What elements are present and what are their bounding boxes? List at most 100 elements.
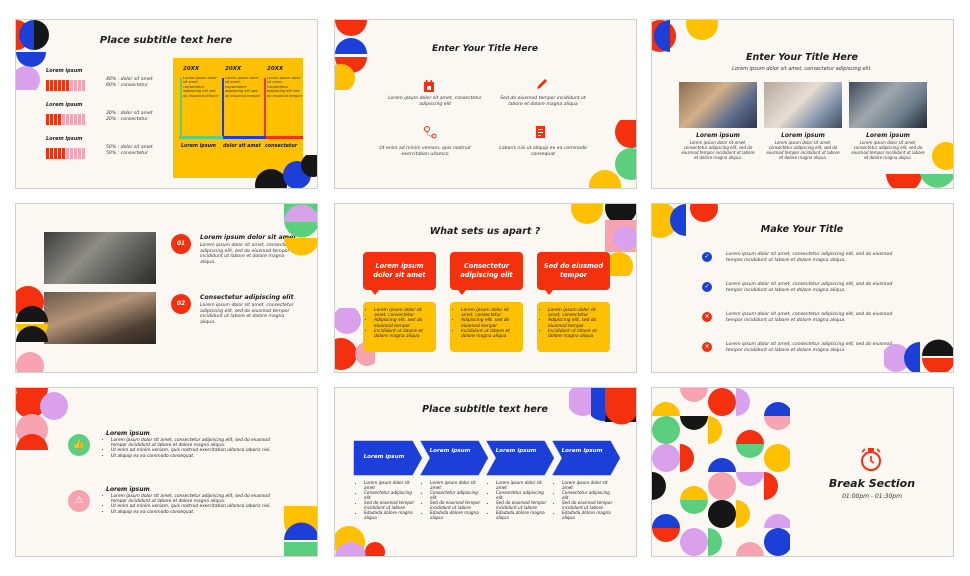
number-badge: 01 <box>171 234 191 254</box>
corner-pattern-right <box>589 120 636 188</box>
item-bullets: Lorem ipsum dolor sit amet, consectetur … <box>104 438 284 459</box>
number-badge: 02 <box>171 294 191 314</box>
percent-line-1: 40% : dolor sit amet <box>106 77 153 82</box>
feature-body: Lorem ipsum dolor sit amet, consecteturA… <box>363 302 436 352</box>
bullet-item: Adipiscing elit, sed do eiusmod tempor <box>461 318 519 328</box>
warning-icon: ⚠ <box>68 490 90 512</box>
mosaic-shape <box>680 416 708 430</box>
card-text: Lorem ipsum dolor sit amet, consectetur … <box>681 140 755 160</box>
mosaic-shape <box>736 430 764 444</box>
bullet-item: Incididunt ut labore et dolore magna ali… <box>461 329 519 339</box>
feature-text: Sed do eiusmod tempor incididunt ut labo… <box>500 96 586 107</box>
mosaic-shape <box>764 444 790 472</box>
feature-text: Laboris nisi ut aliquip ex ea commodo co… <box>499 146 587 157</box>
alarm-clock-icon <box>859 446 883 472</box>
slide-thumbnail-1[interactable]: Place subtitle text here Lorem ipsum 40% … <box>15 19 318 189</box>
item-title: Lorem ipsum <box>106 486 150 493</box>
corner-pattern-top <box>652 204 718 238</box>
item-title: Lorem ipsum dolor sit amet <box>200 234 297 241</box>
slide-thumbnail-3[interactable]: Enter Your Title Here Lorem ipsum dolor … <box>651 19 954 189</box>
feature-header: Lorem ipsum dolor sit amet <box>363 252 436 290</box>
slide-title: Place subtitle text here <box>422 404 548 415</box>
step-bullets: Lorem ipsum dolor sit ametConsectetur ad… <box>423 480 481 520</box>
slide-thumbnail-6[interactable]: Make Your Title ✓ Lorem ipsum dolor sit a… <box>651 203 954 373</box>
timeline-panel: 20XX Lorem ipsum dolor sit amet, consecte… <box>173 58 303 178</box>
mosaic-shape <box>652 444 680 472</box>
item-bullets: Lorem ipsum dolor sit amet, consectetur … <box>104 494 284 515</box>
corner-pattern-left <box>335 20 367 90</box>
mosaic-shape <box>764 528 790 556</box>
bullet-item: Lorem ipsum dolor sit amet <box>562 480 613 490</box>
corner-pattern-right <box>284 204 317 256</box>
step-label: Lorem ipsum <box>363 454 405 460</box>
slide-title: Make Your Title <box>760 224 844 235</box>
check-icon: ✓ <box>702 252 712 262</box>
corner-pattern-right <box>886 142 953 188</box>
bullet-item: Consectetur adipiscing elit <box>496 490 547 500</box>
route-icon <box>423 124 437 139</box>
bullet-item: Ut enim ad minim veniam, quis nostrud ex… <box>111 504 284 509</box>
process-arrow <box>353 440 424 476</box>
mosaic-shape <box>707 388 736 416</box>
corner-pattern-right <box>569 388 636 425</box>
row-text: Lorem ipsum dolor sit amet, consectetur … <box>726 252 893 263</box>
bullet-item: Edadada dolore magna aliqua <box>496 510 547 520</box>
row-label: Lorem ipsum <box>46 102 83 108</box>
bullet-item: Lorem ipsum dolor sit amet, consectetur <box>374 308 432 318</box>
corner-pattern-left <box>16 286 48 372</box>
timeline-year: 20XX <box>225 66 242 72</box>
slide-thumbnail-2[interactable]: Enter Your Title Here Lorem ipsum dolor … <box>334 19 637 189</box>
feature-header: Consectetur adipiscing elit <box>450 252 523 290</box>
step-bullets: Lorem ipsum dolor sit ametConsectetur ad… <box>357 480 415 520</box>
mosaic-shape <box>736 444 764 458</box>
bullet-item: Sed do eiusmod tempor incididunt ut labo… <box>562 500 613 510</box>
mosaic-shape <box>736 388 750 416</box>
percent-line-1: 30% : dolor sit amet <box>106 111 153 116</box>
corner-pattern-left <box>335 526 385 556</box>
row-text: Lorem ipsum dolor sit amet, consectetur … <box>726 282 893 293</box>
cross-icon: × <box>702 342 712 352</box>
mosaic-shape <box>680 486 708 500</box>
photo-hands <box>44 292 156 344</box>
bullet-item: Lorem ipsum dolor sit amet, consectetur <box>461 308 519 318</box>
mosaic-shape <box>707 500 736 528</box>
percent-line-2: 50% : consectetur <box>106 151 148 156</box>
bullet-item: Edadada dolore magna aliqua <box>364 510 415 520</box>
step-bullets: Lorem ipsum dolor sit ametConsectetur ad… <box>555 480 613 520</box>
bullet-item: Incididunt ut labore et dolore magna ali… <box>374 329 432 339</box>
card-label: Lorem ipsum <box>866 132 910 139</box>
mosaic-pattern <box>652 388 790 556</box>
bullet-item: Edadada dolore magna aliqua <box>430 510 481 520</box>
item-title: Lorem ipsum <box>106 430 150 437</box>
percent-line-2: 60% : consectetur <box>106 83 148 88</box>
check-icon: ✓ <box>702 282 712 292</box>
feature-text: Ut enim ad minim veniam, quis nostrud ex… <box>379 146 471 157</box>
slide-thumbnail-8[interactable]: Place subtitle text here Lorem ipsumLore… <box>334 387 637 557</box>
team-photo <box>764 82 842 128</box>
card-label: Lorem ipsum <box>781 132 825 139</box>
slide-thumbnail-5[interactable]: What sets us apart ? Lorem ipsum dolor s… <box>334 203 637 373</box>
card-text: Lorem ipsum dolor sit amet, consectetur … <box>766 140 840 160</box>
corner-pattern-right <box>884 339 953 372</box>
bullet-item: Lorem ipsum dolor sit amet <box>496 480 547 490</box>
mosaic-shape <box>707 472 736 500</box>
slide-thumbnail-9[interactable]: Break Section 01:00pm - 01:30pm <box>651 387 954 557</box>
corner-pattern-right <box>255 155 317 188</box>
break-time: 01:00pm - 01:30pm <box>842 493 902 500</box>
timeline-text: Lorem ipsum dolor sit amet, consectetur … <box>183 76 219 98</box>
slide-title: Place subtitle text here <box>99 35 233 46</box>
row-label: Lorem ipsum <box>46 136 83 142</box>
team-photo <box>679 82 757 128</box>
card-text: Lorem ipsum dolor sit amet, consectetur … <box>851 140 925 160</box>
row-label: Lorem ipsum <box>46 68 83 74</box>
bullet-item: Lorem ipsum dolor sit amet, consectetur … <box>111 438 284 448</box>
mosaic-shape <box>736 500 750 528</box>
bullet-item: Consectetur adipiscing elit <box>364 490 415 500</box>
item-text: Lorem ipsum dolor sit amet, consectetur … <box>200 303 294 325</box>
bullet-item: Sed do eiusmod tempor incididunt ut labo… <box>430 500 481 510</box>
feature-body: Lorem ipsum dolor sit amet, consecteturA… <box>450 302 523 352</box>
progress-bar <box>46 76 86 95</box>
item-text: Lorem ipsum dolor sit amet, consectetur … <box>200 243 294 265</box>
